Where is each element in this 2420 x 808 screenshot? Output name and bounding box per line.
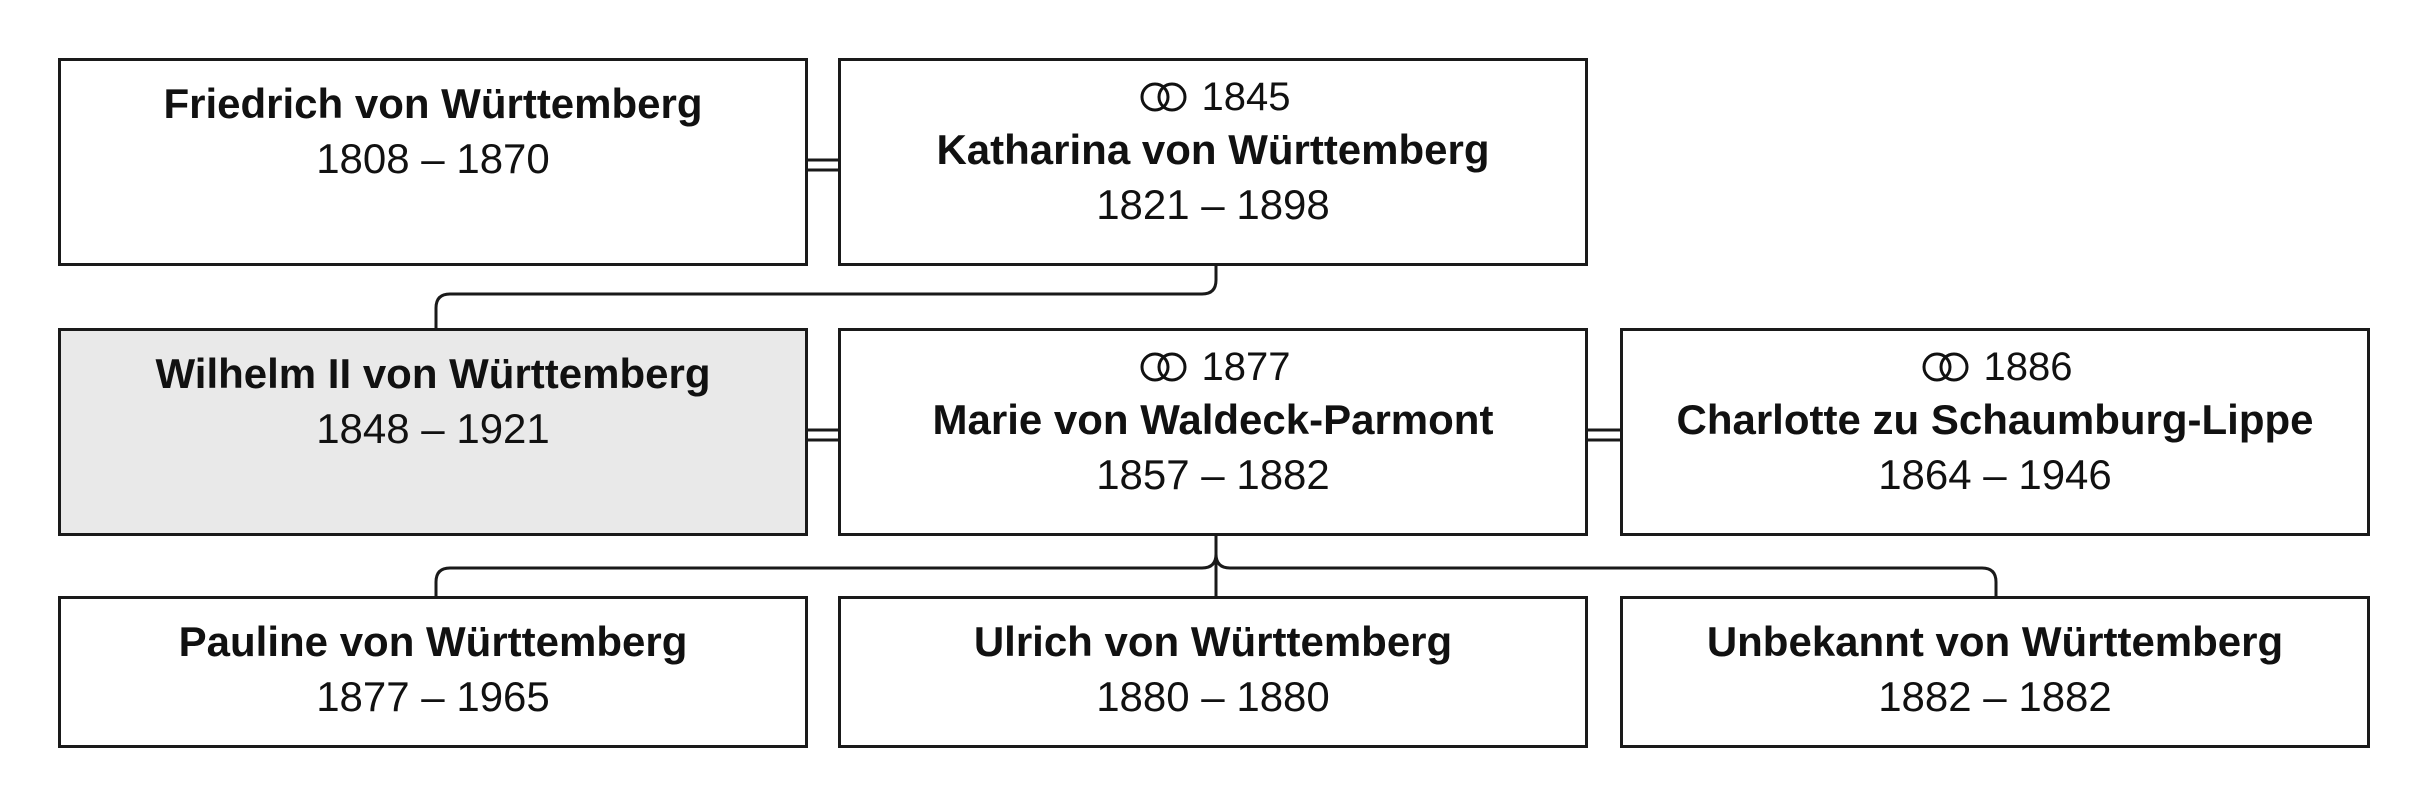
person-box-ulrich[interactable]: Ulrich von Württemberg 1880 – 1880 <box>838 596 1588 748</box>
marriage-year: 1886 <box>1983 345 2073 389</box>
person-name: Marie von Waldeck-Parmont <box>932 396 1494 443</box>
person-name: Friedrich von Württemberg <box>163 80 703 127</box>
person-dates: 1882 – 1882 <box>1878 673 2112 720</box>
descent-line-wilhelm <box>434 264 1218 330</box>
marriage-year: 1845 <box>1201 75 1291 119</box>
person-name: Wilhelm II von Württemberg <box>155 350 711 397</box>
person-name: Charlotte zu Schaumburg-Lippe <box>1676 396 2314 443</box>
person-dates: 1880 – 1880 <box>1096 673 1330 720</box>
person-box-wilhelm[interactable]: Wilhelm II von Württemberg 1848 – 1921 <box>58 328 808 536</box>
person-dates: 1857 – 1882 <box>1096 451 1330 498</box>
wedding-rings-icon <box>1922 352 1968 382</box>
descent-line-unbekannt <box>1214 534 1998 596</box>
descent-line-children <box>434 534 1218 596</box>
marriage-info: 1886 <box>1623 341 2367 393</box>
marriage-connector-wilhelm-marie <box>806 428 840 442</box>
person-dates: 1848 – 1921 <box>316 405 550 452</box>
person-box-friedrich[interactable]: Friedrich von Württemberg 1808 – 1870 <box>58 58 808 266</box>
wedding-rings-icon <box>1140 82 1186 112</box>
marriage-info: 1877 <box>841 341 1585 393</box>
person-box-katharina[interactable]: 1845 Katharina von Württemberg 1821 – 18… <box>838 58 1588 266</box>
person-box-marie[interactable]: 1877 Marie von Waldeck-Parmont 1857 – 18… <box>838 328 1588 536</box>
wedding-rings-icon <box>1140 352 1186 382</box>
person-name: Unbekannt von Württemberg <box>1706 618 2284 665</box>
person-name: Ulrich von Württemberg <box>973 618 1453 665</box>
marriage-connector-friedrich-katharina <box>806 158 840 172</box>
person-box-charlotte[interactable]: 1886 Charlotte zu Schaumburg-Lippe 1864 … <box>1620 328 2370 536</box>
person-dates: 1877 – 1965 <box>316 673 550 720</box>
person-box-unbekannt[interactable]: Unbekannt von Württemberg 1882 – 1882 <box>1620 596 2370 748</box>
person-dates: 1808 – 1870 <box>316 135 550 182</box>
person-dates: 1821 – 1898 <box>1096 181 1330 228</box>
person-name: Katharina von Württemberg <box>936 126 1490 173</box>
marriage-year: 1877 <box>1201 345 1291 389</box>
person-box-pauline[interactable]: Pauline von Württemberg 1877 – 1965 <box>58 596 808 748</box>
marriage-info: 1845 <box>841 71 1585 123</box>
marriage-connector-marie-charlotte <box>1588 428 1622 442</box>
person-dates: 1864 – 1946 <box>1878 451 2112 498</box>
person-name: Pauline von Württemberg <box>178 618 688 665</box>
